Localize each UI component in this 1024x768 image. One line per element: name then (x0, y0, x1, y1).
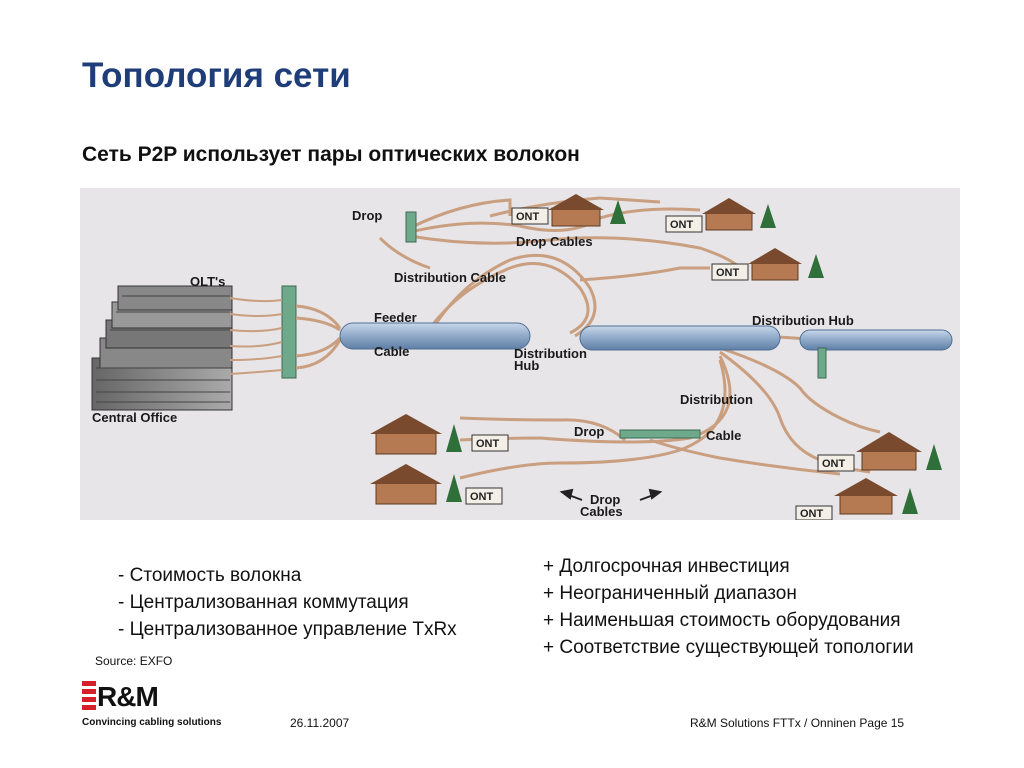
label-distribution-hub-1: Distribution (514, 346, 587, 361)
topology-svg: ONT ONT ONT ONT ONT ONT (91, 194, 953, 520)
house-icon (834, 478, 918, 515)
house-icon (548, 194, 626, 227)
ont-label: ONT (470, 491, 494, 503)
label-distribution-hub-right: Distribution Hub (752, 313, 854, 328)
house-icon (748, 248, 824, 281)
rm-logo-text: R&M (97, 681, 159, 712)
label-drop-top: Drop (352, 208, 382, 223)
label-olts: OLT's (190, 274, 225, 289)
ont-box: ONT (817, 454, 855, 472)
ont-label: ONT (716, 267, 740, 279)
label-distribution-bottom: Distribution (680, 392, 753, 407)
pros-item: + Долгосрочная инвестиция (543, 556, 790, 577)
label-drop-cables-bottom-1: Drop (590, 492, 620, 507)
distribution-cable-tube (799, 329, 953, 351)
ont-box: ONT (471, 434, 509, 452)
ont-label: ONT (476, 438, 500, 450)
ont-label: ONT (670, 219, 694, 231)
distribution-connector-right (817, 347, 827, 379)
label-distribution-hub-2: Hub (514, 358, 539, 373)
label-drop-bottom: Drop (574, 424, 604, 439)
rm-logo-stripes-icon (82, 681, 96, 710)
label-drop-cables-top: Drop Cables (516, 234, 593, 249)
source-note: Source: EXFO (95, 654, 173, 668)
pros-item: + Соответствие существующей топологии (543, 637, 914, 658)
pros-item: + Неограниченный диапазон (543, 583, 797, 604)
ont-box: ONT (465, 487, 503, 505)
distribution-hub-tube (579, 325, 781, 351)
feeder-cable-tube (339, 322, 531, 350)
logo-tagline: Convincing cabling solutions (82, 717, 222, 728)
label-distribution-cable-top: Distribution Cable (394, 270, 506, 285)
house-icon (702, 198, 776, 231)
house-icon (370, 414, 462, 455)
ont-box: ONT (511, 207, 549, 225)
footer-date: 26.11.2007 (290, 716, 350, 730)
central-office-icon (91, 285, 233, 411)
label-drop-cables-bottom-2: Cables (580, 504, 623, 519)
drop-connector-bottom (619, 429, 701, 439)
slide-subtitle: Сеть P2P использует пары оптических воло… (82, 143, 580, 166)
olt-fibers (229, 297, 283, 375)
label-central-office: Central Office (92, 410, 177, 425)
drop-connector-top (405, 211, 417, 243)
cons-item: - Стоимость волокна (118, 565, 302, 586)
cons-list: - Стоимость волокна - Централизованная к… (118, 562, 457, 643)
footer-page-info: R&M Solutions FTTx / Onninen Page 15 (690, 716, 905, 730)
house-icon (370, 464, 462, 505)
ont-box: ONT (665, 215, 703, 233)
label-cable-bottom: Cable (706, 428, 741, 443)
network-topology-diagram: ONT ONT ONT ONT ONT ONT (80, 188, 960, 520)
drop-cables-arrows (559, 488, 663, 501)
pros-item: + Наименьшая стоимость оборудования (543, 610, 901, 631)
label-feeder: Feeder (374, 310, 417, 325)
ont-box: ONT (795, 505, 833, 520)
cons-item: - Централизованная коммутация (118, 592, 409, 613)
ont-label: ONT (516, 211, 540, 223)
ont-label: ONT (800, 508, 824, 520)
ont-label: ONT (822, 458, 846, 470)
cons-item: - Централизованное управление TxRx (118, 619, 457, 640)
slide-title: Топология сети (82, 56, 351, 95)
olt-connector (281, 285, 297, 379)
pros-list: + Долгосрочная инвестиция + Неограниченн… (543, 553, 914, 661)
label-cable: Cable (374, 344, 409, 359)
cable-bundles (295, 196, 881, 480)
house-icon (856, 432, 942, 471)
ont-box: ONT (711, 263, 749, 281)
